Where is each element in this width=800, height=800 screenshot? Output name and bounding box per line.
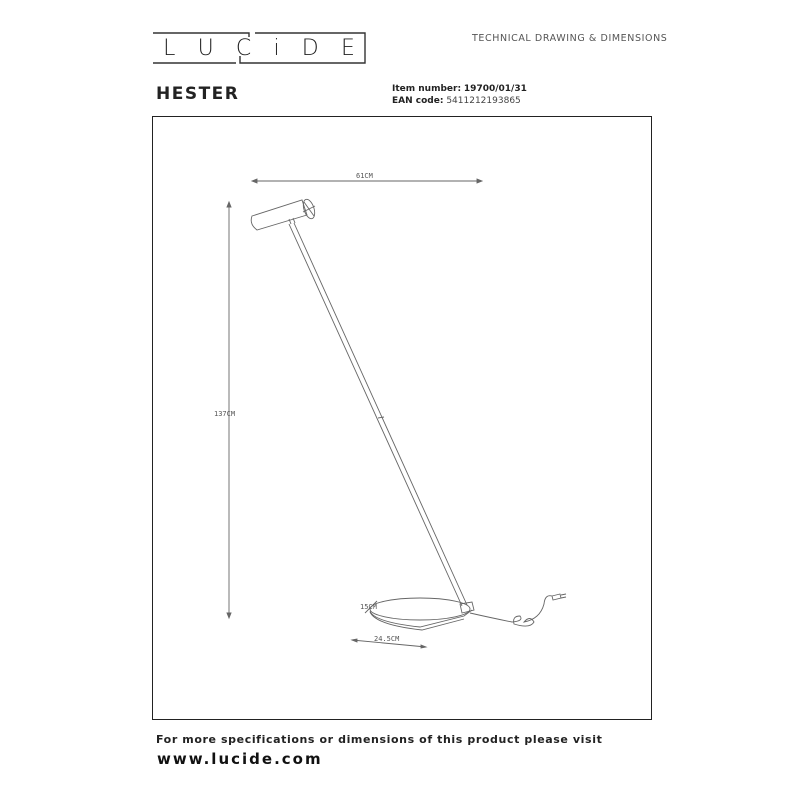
base-length-dimension-label: 24.5CM bbox=[374, 635, 399, 643]
website-link[interactable]: www.lucide.com bbox=[157, 750, 323, 768]
product-meta: Item number: 19700/01/31 EAN code: 54112… bbox=[392, 83, 527, 107]
brand-logo: L U C i D E bbox=[152, 32, 366, 64]
logo-letter: U bbox=[197, 35, 214, 61]
more-info-text: For more specifications or dimensions of… bbox=[156, 733, 603, 746]
item-number-value: 19700/01/31 bbox=[463, 84, 527, 94]
base-height-dimension-label: 15CM bbox=[360, 603, 377, 611]
ean-label: EAN code: bbox=[392, 96, 444, 106]
width-dimension-label: 61CM bbox=[356, 172, 373, 180]
item-number-row: Item number: 19700/01/31 bbox=[392, 83, 527, 95]
item-number-label: Item number: bbox=[392, 84, 462, 94]
floor-lamp-drawing-icon: 61CM 137CM 15CM 24.5CM bbox=[214, 172, 567, 649]
logo-letter: i bbox=[273, 35, 280, 61]
logo-letter: E bbox=[340, 35, 355, 61]
logo-letter: C bbox=[235, 35, 252, 61]
product-name: HESTER bbox=[156, 84, 240, 104]
ean-row: EAN code: 5411212193865 bbox=[392, 95, 527, 107]
technical-drawing: 61CM 137CM 15CM 24.5CM bbox=[152, 116, 652, 720]
ean-value: 5411212193865 bbox=[446, 96, 521, 106]
height-dimension-label: 137CM bbox=[214, 410, 235, 418]
drawing-frame bbox=[152, 116, 652, 720]
logo-letter: L bbox=[163, 35, 176, 61]
logo-letter: D bbox=[301, 35, 319, 61]
logo-frame-icon bbox=[153, 32, 366, 64]
document-type: TECHNICAL DRAWING & DIMENSIONS bbox=[472, 33, 668, 44]
